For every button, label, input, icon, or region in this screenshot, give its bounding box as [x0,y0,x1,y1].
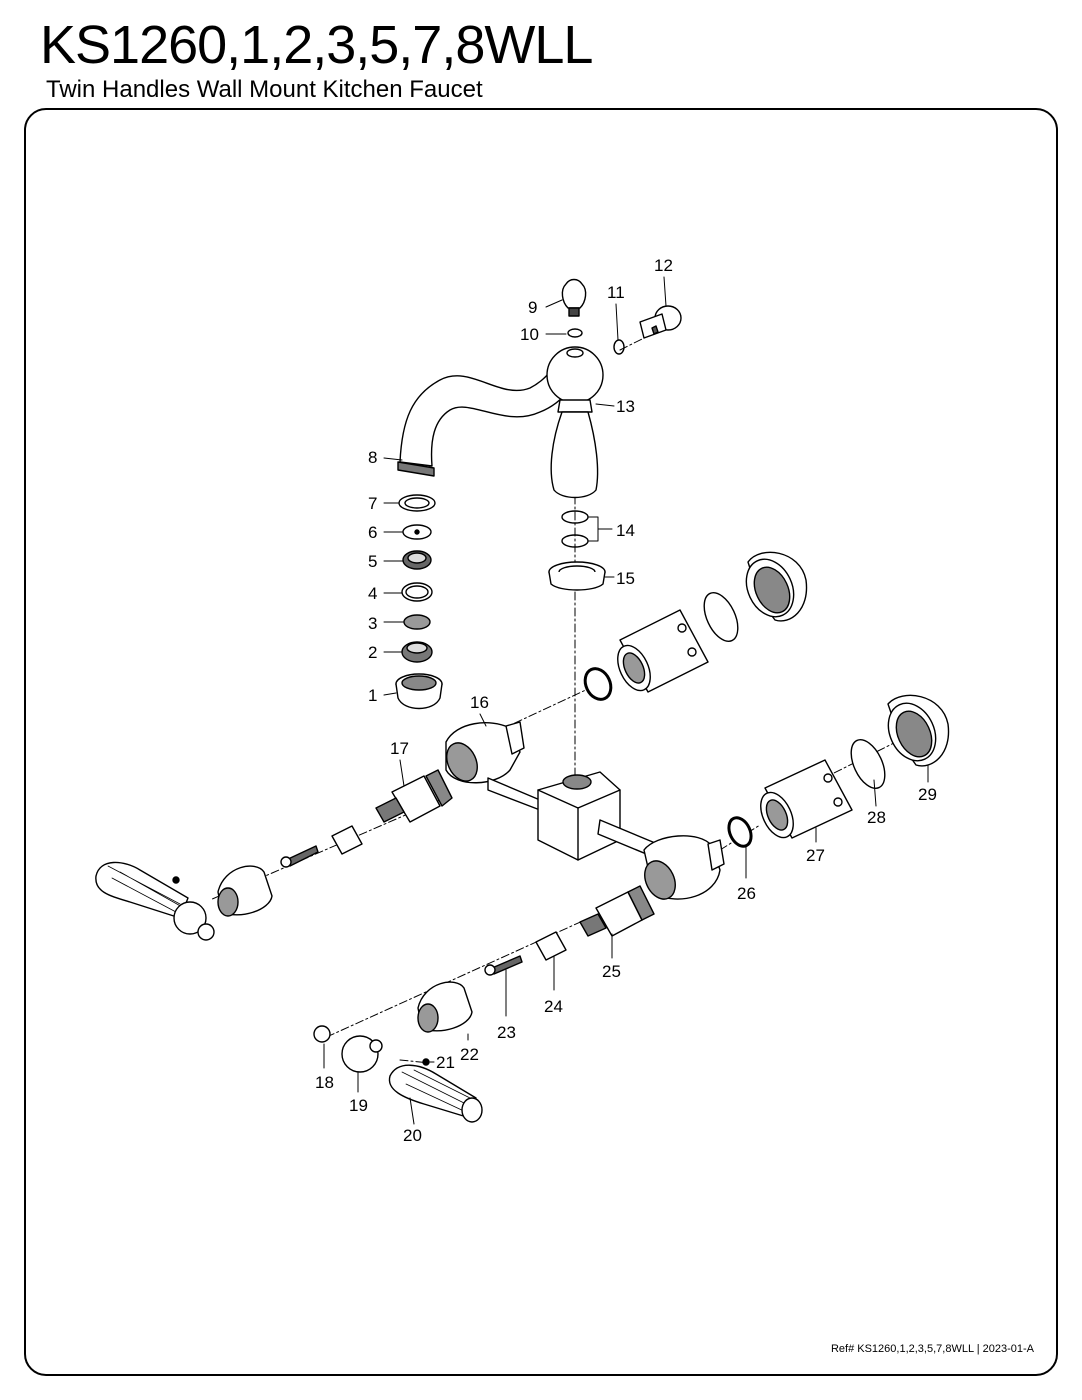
part-label-3: 3 [368,614,377,633]
part-5-screen [402,550,432,570]
part-28-ring [850,739,886,789]
leader-lines [323,276,929,1125]
part-label-26: 26 [737,884,756,903]
upper-wall-connector [583,551,808,701]
part-label-24: 24 [544,997,563,1016]
part-label-18: 18 [315,1073,334,1092]
aerator-stack [395,494,443,710]
part-label-25: 25 [602,962,621,981]
part-label-20: 20 [403,1126,422,1145]
part-10-washer [567,328,583,338]
part-label-16: 16 [470,693,489,712]
part-21-set-screw [422,1058,430,1066]
part-17-cartridge [280,769,453,868]
part-7-ring [398,494,436,512]
part-label-8: 8 [368,448,377,467]
part-11-o-ring [613,339,625,355]
part-label-28: 28 [867,808,886,827]
part-label-9: 9 [528,298,537,317]
part-25-cartridge [579,885,655,937]
part-label-21: 21 [436,1053,455,1072]
part-label-14: 14 [616,521,635,540]
part-6-disc [402,524,432,540]
part-label-1: 1 [368,686,377,705]
part-label-4: 4 [368,584,377,603]
lower-wall-connector [727,694,950,848]
part-number-labels: 1 2 3 4 5 6 7 8 9 10 11 12 13 14 15 16 1… [315,256,937,1145]
left-handle-assembly [95,861,273,941]
part-label-15: 15 [616,569,635,588]
part-12-plug [639,305,682,339]
part-label-19: 19 [349,1096,368,1115]
diagram-frame [24,108,1058,1376]
part-16-wall-body [445,721,725,900]
model-title: KS1260,1,2,3,5,7,8WLL [40,15,593,75]
part-label-10: 10 [520,325,539,344]
lower-handle-assembly [313,1025,483,1123]
part-19-hub [341,1035,379,1073]
part-22-cap [417,981,473,1033]
part-15-collar [548,561,606,591]
part-label-2: 2 [368,643,377,662]
part-label-7: 7 [368,494,377,513]
product-subtitle: Twin Handles Wall Mount Kitchen Faucet [46,76,483,103]
part-label-11: 11 [607,283,625,302]
reference-number: Ref# KS1260,1,2,3,5,7,8WLL | 2023-01-A [830,1343,1034,1355]
part-label-17: 17 [390,739,409,758]
part-label-23: 23 [497,1023,516,1042]
part-9-knob [561,278,587,317]
part-label-12: 12 [654,256,673,275]
part-label-27: 27 [806,846,825,865]
part-label-5: 5 [368,552,377,571]
part-label-29: 29 [918,785,937,804]
part-3-mesh [403,614,431,630]
part-26-washer [727,816,753,848]
part-4-ring [401,582,433,602]
part-13-spout-body [546,346,604,499]
part-2-insert [401,641,433,663]
part-label-13: 13 [616,397,635,416]
part-1-housing [395,673,443,710]
part-18-button [313,1025,331,1043]
part-24-adapter [535,931,567,961]
part-label-6: 6 [368,523,377,542]
part-label-22: 22 [460,1045,479,1064]
part-23-screw [484,955,523,976]
